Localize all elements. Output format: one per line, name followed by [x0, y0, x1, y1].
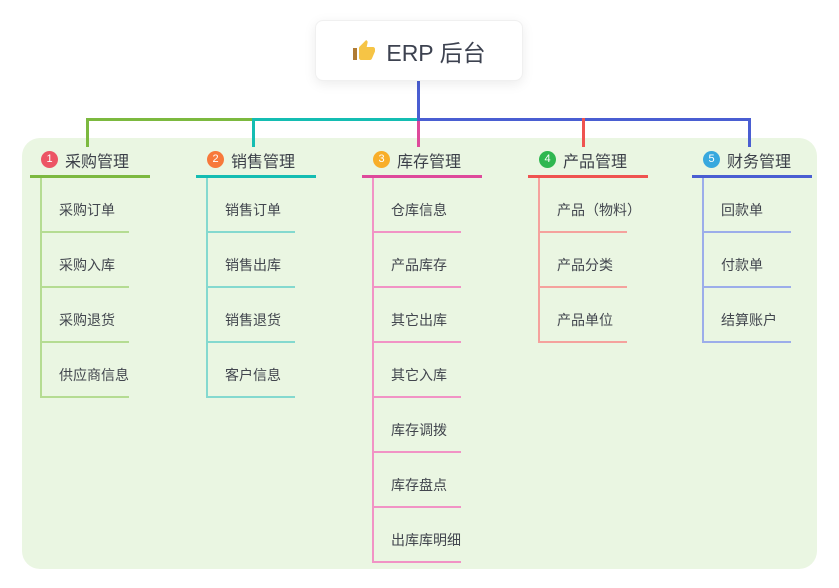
branch-title: 产品管理: [563, 153, 628, 171]
branch-children: 回款单 付款单 结算账户: [702, 178, 791, 343]
child-node: 产品分类: [540, 233, 627, 288]
branch-number-badge: 1: [41, 151, 58, 168]
child-node: 其它出库: [374, 288, 461, 343]
child-node-label: 供应商信息: [59, 367, 129, 383]
branch-inventory: 3 库存管理 仓库信息 产品库存 其它出库 其它入库 库存调拨 库存盘点 出库库…: [362, 138, 482, 563]
child-node-label: 回款单: [721, 202, 763, 218]
child-node: 产品（物料）: [540, 178, 641, 233]
branch-title: 财务管理: [727, 153, 792, 171]
branch-header: 4 产品管理: [528, 138, 648, 178]
branch-header: 1 采购管理: [30, 138, 150, 178]
child-node-label: 产品分类: [557, 257, 613, 273]
branch-title: 销售管理: [231, 153, 296, 171]
child-node-label: 库存盘点: [391, 477, 447, 493]
child-node: 采购入库: [42, 233, 129, 288]
thumbs-up-icon: [353, 39, 376, 60]
child-node: 采购退货: [42, 288, 129, 343]
connector-bus-segment-2: [254, 118, 417, 121]
branch-header: 2 销售管理: [196, 138, 316, 178]
mindmap-panel: 1 采购管理 采购订单 采购入库 采购退货 供应商信息 2 销售管理: [22, 138, 817, 569]
child-node-label: 销售退货: [225, 312, 281, 328]
child-node-label: 采购退货: [59, 312, 115, 328]
root-node: ERP 后台: [315, 20, 523, 81]
child-node-label: 采购订单: [59, 202, 115, 218]
child-node-label: 产品单位: [557, 312, 613, 328]
child-node: 客户信息: [208, 343, 295, 398]
child-node-label: 销售订单: [225, 202, 281, 218]
child-node: 结算账户: [704, 288, 791, 343]
connector-root-drop: [417, 80, 420, 121]
branch-product: 4 产品管理 产品（物料） 产品分类 产品单位: [528, 138, 648, 343]
child-node: 产品库存: [374, 233, 461, 288]
branch-number-badge: 5: [703, 151, 720, 168]
child-node: 其它入库: [374, 343, 461, 398]
child-node: 销售订单: [208, 178, 295, 233]
connector-drop-branch-5: [748, 118, 751, 147]
branch-children: 采购订单 采购入库 采购退货 供应商信息: [40, 178, 129, 398]
child-node-label: 产品（物料）: [557, 202, 641, 218]
child-node-label: 库存调拨: [391, 422, 447, 438]
child-node: 仓库信息: [374, 178, 461, 233]
branch-children: 产品（物料） 产品分类 产品单位: [538, 178, 641, 343]
child-node-label: 仓库信息: [391, 202, 447, 218]
child-node-label: 采购入库: [59, 257, 115, 273]
child-node: 付款单: [704, 233, 791, 288]
branch-number-badge: 2: [207, 151, 224, 168]
connector-drop-branch-4: [582, 118, 585, 147]
child-node-label: 其它入库: [391, 367, 447, 383]
root-node-label: ERP 后台: [386, 39, 486, 66]
child-node-label: 客户信息: [225, 367, 281, 383]
branch-header: 3 库存管理: [362, 138, 482, 178]
branch-title: 采购管理: [65, 153, 130, 171]
child-node: 产品单位: [540, 288, 627, 343]
branch-header: 5 财务管理: [692, 138, 812, 178]
connector-drop-branch-3: [417, 121, 420, 147]
branch-sales: 2 销售管理 销售订单 销售出库 销售退货 客户信息: [196, 138, 316, 398]
branch-children: 销售订单 销售出库 销售退货 客户信息: [206, 178, 295, 398]
connector-drop-branch-1: [86, 118, 89, 147]
child-node: 销售出库: [208, 233, 295, 288]
connector-bus-segment-1: [86, 118, 254, 121]
child-node-label: 产品库存: [391, 257, 447, 273]
branch-title: 库存管理: [397, 153, 462, 171]
child-node: 库存盘点: [374, 453, 461, 508]
child-node-label: 出库库明细: [391, 532, 461, 548]
child-node-label: 销售出库: [225, 257, 281, 273]
child-node: 供应商信息: [42, 343, 129, 398]
child-node: 采购订单: [42, 178, 129, 233]
child-node: 回款单: [704, 178, 791, 233]
child-node-label: 其它出库: [391, 312, 447, 328]
branch-finance: 5 财务管理 回款单 付款单 结算账户: [692, 138, 812, 343]
branch-purchase: 1 采购管理 采购订单 采购入库 采购退货 供应商信息: [30, 138, 150, 398]
connector-drop-branch-2: [252, 118, 255, 147]
child-node-label: 结算账户: [721, 312, 777, 328]
child-node: 销售退货: [208, 288, 295, 343]
child-node: 出库库明细: [374, 508, 461, 563]
child-node: 库存调拨: [374, 398, 461, 453]
branch-children: 仓库信息 产品库存 其它出库 其它入库 库存调拨 库存盘点 出库库明细: [372, 178, 461, 563]
branch-number-badge: 3: [373, 151, 390, 168]
child-node-label: 付款单: [721, 257, 763, 273]
branch-number-badge: 4: [539, 151, 556, 168]
